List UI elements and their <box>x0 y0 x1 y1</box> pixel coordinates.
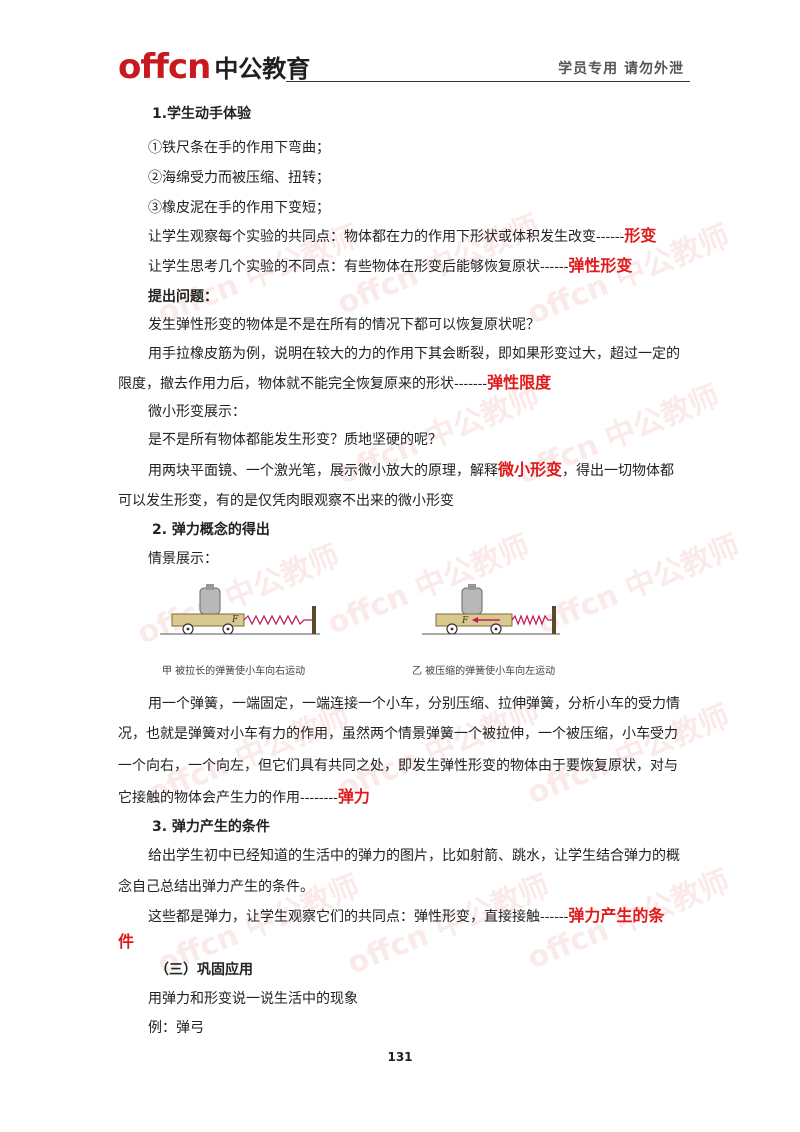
logo-text-en: offcn <box>118 47 211 87</box>
figure-b-drawing: F <box>422 584 560 635</box>
section-title: 3. 弹力产生的条件 <box>152 819 270 835</box>
section-title: 1.学生动手体验 <box>152 106 252 122</box>
spring-cart-illustration: F F <box>160 584 560 635</box>
paragraph: 让学生思考几个实验的不同点：有些物体在形变后能够恢复原状------弹性形变 <box>148 256 633 275</box>
paragraph: 用两块平面镜、一个激光笔，展示微小放大的原理，解释微小形变，得出一切物体都 <box>148 460 675 479</box>
keyword-highlight: 弹力 <box>337 787 370 806</box>
paragraph: 用手拉橡皮筋为例，说明在较大的力的作用下其会断裂，即如果形变过大，超过一定的 <box>148 346 680 362</box>
paragraph: 是不是所有物体都能发生形变？质地坚硬的呢？ <box>148 432 442 448</box>
figure-caption: 乙 被压缩的弹簧使小车向左运动 <box>412 666 556 677</box>
paragraph: 况，也就是弹簧对小车有力的作用，虽然两个情景弹簧一个被拉伸，一个被压缩，小车受力 <box>118 726 678 742</box>
list-item: ②海绵受力而被压缩、扭转； <box>148 170 330 186</box>
paragraph: 件 <box>118 932 134 953</box>
page-number: 131 <box>387 1050 413 1064</box>
subheading: 提出问题： <box>148 289 218 305</box>
paragraph: 可以发生形变，有的是仅凭肉眼观察不出来的微小形变 <box>118 493 454 509</box>
paragraph: 例：弹弓 <box>148 1020 204 1036</box>
list-item: ③橡皮泥在手的作用下变短； <box>148 200 330 216</box>
paragraph: 微小形变展示： <box>148 404 246 420</box>
keyword-highlight: 弹力产生的条 <box>568 906 665 925</box>
paragraph: 这些都是弹力，让学生观察它们的共同点：弹性形变，直接接触------弹力产生的条 <box>148 906 665 925</box>
paragraph: 用弹力和形变说一说生活中的现象 <box>148 991 358 1007</box>
paragraph: 限度，撤去作用力后，物体就不能完全恢复原来的形状-------弹性限度 <box>118 373 552 392</box>
keyword-highlight: 形变 <box>624 226 657 245</box>
keyword-highlight: 微小形变 <box>498 460 563 479</box>
offcn-logo: offcn 中公教育 <box>118 48 310 84</box>
paragraph: 它接触的物体会产生力的作用--------弹力 <box>118 787 370 806</box>
paragraph: 给出学生初中已经知道的生活中的弹力的图片，比如射箭、跳水，让学生结合弹力的概 <box>148 848 680 864</box>
keyword-highlight: 件 <box>118 932 135 951</box>
figure-caption: 甲 被拉长的弹簧使小车向右运动 <box>162 666 306 677</box>
figure-a-drawing: F <box>160 584 320 635</box>
paragraph: 让学生观察每个实验的共同点：物体都在力的作用下形状或体积发生改变------形变 <box>148 226 657 245</box>
paragraph: 一个向右，一个向左，但它们具有共同之处，即发生弹性形变的物体由于要恢复原状，对与 <box>118 758 678 774</box>
paragraph: 发生弹性形变的物体是不是在所有的情况下都可以恢复原状呢？ <box>148 317 540 333</box>
header-rule <box>286 81 690 82</box>
force-label-a: F <box>231 615 239 625</box>
keyword-highlight: 弹性限度 <box>487 373 552 392</box>
keyword-highlight: 弹性形变 <box>568 256 633 275</box>
section-title: 2. 弹力概念的得出 <box>152 522 270 538</box>
paragraph: 用一个弹簧，一端固定，一端连接一个小车，分别压缩、拉伸弹簧，分析小车的受力情 <box>148 696 680 712</box>
spring-cart-figures: F F 甲 被拉长的弹簧使小车向右运动 乙 被压缩的弹簧使小车向左运动 <box>160 582 640 677</box>
header-notice: 学员专用 请勿外泄 <box>558 61 684 77</box>
force-label-b: F <box>461 616 469 626</box>
list-item: ①铁尺条在手的作用下弯曲； <box>148 140 330 156</box>
paragraph: 情景展示： <box>148 551 218 567</box>
section-title: （三）巩固应用 <box>155 962 253 978</box>
page-header: offcn 中公教育 学员专用 请勿外泄 <box>118 48 690 88</box>
paragraph: 念自己总结出弹力产生的条件。 <box>118 879 314 895</box>
logo-text-cn: 中公教育 <box>214 55 311 83</box>
